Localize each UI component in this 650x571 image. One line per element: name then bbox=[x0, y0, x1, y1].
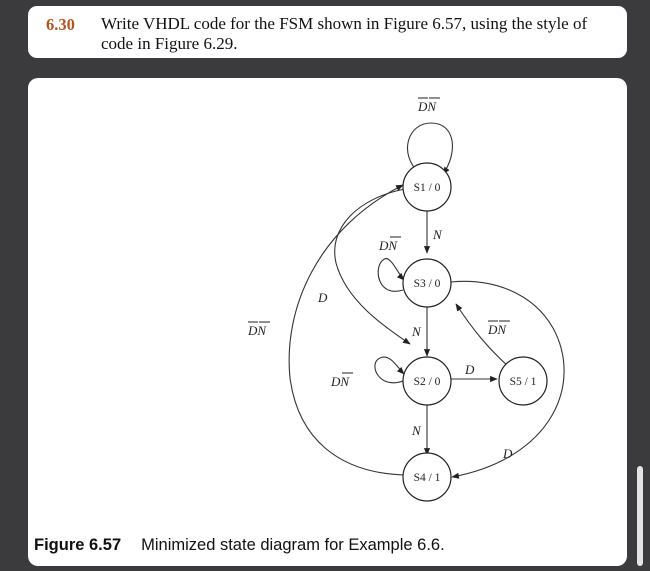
edge-label-s1-to-s3: N bbox=[432, 227, 443, 242]
state-label: S1 / 0 bbox=[414, 182, 441, 194]
edge-label-s3-self: DN bbox=[378, 238, 398, 253]
state-label: S2 / 0 bbox=[414, 376, 441, 388]
state-s5: S5 / 1 bbox=[498, 356, 548, 406]
state-s4: S4 / 1 bbox=[402, 452, 452, 502]
problem-card: 6.30 Write VHDL code for the FSM shown i… bbox=[28, 6, 627, 58]
figure-card: S1 / 0 S3 / 0 S2 / 0 S4 / 1 S5 / 1 DN N … bbox=[28, 78, 627, 566]
edge-label-s1-self: DN bbox=[417, 99, 437, 114]
edge-label-s2-to-s4: N bbox=[411, 423, 422, 438]
state-s2: S2 / 0 bbox=[402, 356, 452, 406]
problem-text: Write VHDL code for the FSM shown in Fig… bbox=[101, 14, 588, 53]
problem-number: 6.30 bbox=[46, 15, 75, 34]
caption-figure-number: Figure 6.57 bbox=[34, 536, 122, 554]
scrollbar[interactable] bbox=[637, 466, 643, 566]
figure-caption: Figure 6.57 Minimized state diagram for E… bbox=[34, 536, 445, 555]
edge-label-s4-to-s1: DN bbox=[247, 323, 267, 338]
edge-s3-self bbox=[377, 258, 405, 292]
edge-label-s3-to-s2: N bbox=[411, 324, 422, 339]
edge-label-s2-self: DN bbox=[330, 374, 350, 389]
edge-s4-to-s1 bbox=[288, 184, 406, 476]
state-label: S3 / 0 bbox=[414, 278, 441, 290]
state-label: S5 / 1 bbox=[510, 376, 537, 388]
state-label: S4 / 1 bbox=[414, 472, 441, 484]
edge-label-s5-to-s3: DN bbox=[487, 322, 507, 337]
caption-text: Minimized state diagram for Example 6.6. bbox=[141, 536, 445, 554]
state-diagram: S1 / 0 S3 / 0 S2 / 0 S4 / 1 S5 / 1 DN N … bbox=[247, 97, 565, 502]
edge-s1-to-s2 bbox=[334, 188, 411, 345]
edge-s1-self bbox=[406, 122, 453, 175]
edge-label-s1-to-s2: D bbox=[317, 290, 328, 305]
edge-label-s3-to-s4: D bbox=[502, 446, 513, 461]
edge-s2-self bbox=[374, 356, 405, 384]
state-s3: S3 / 0 bbox=[402, 258, 452, 308]
edge-s5-to-s3 bbox=[455, 303, 511, 369]
state-s1: S1 / 0 bbox=[402, 162, 452, 212]
edge-s3-to-s4 bbox=[450, 280, 565, 479]
edge-label-s2-to-s5: D bbox=[464, 362, 475, 377]
